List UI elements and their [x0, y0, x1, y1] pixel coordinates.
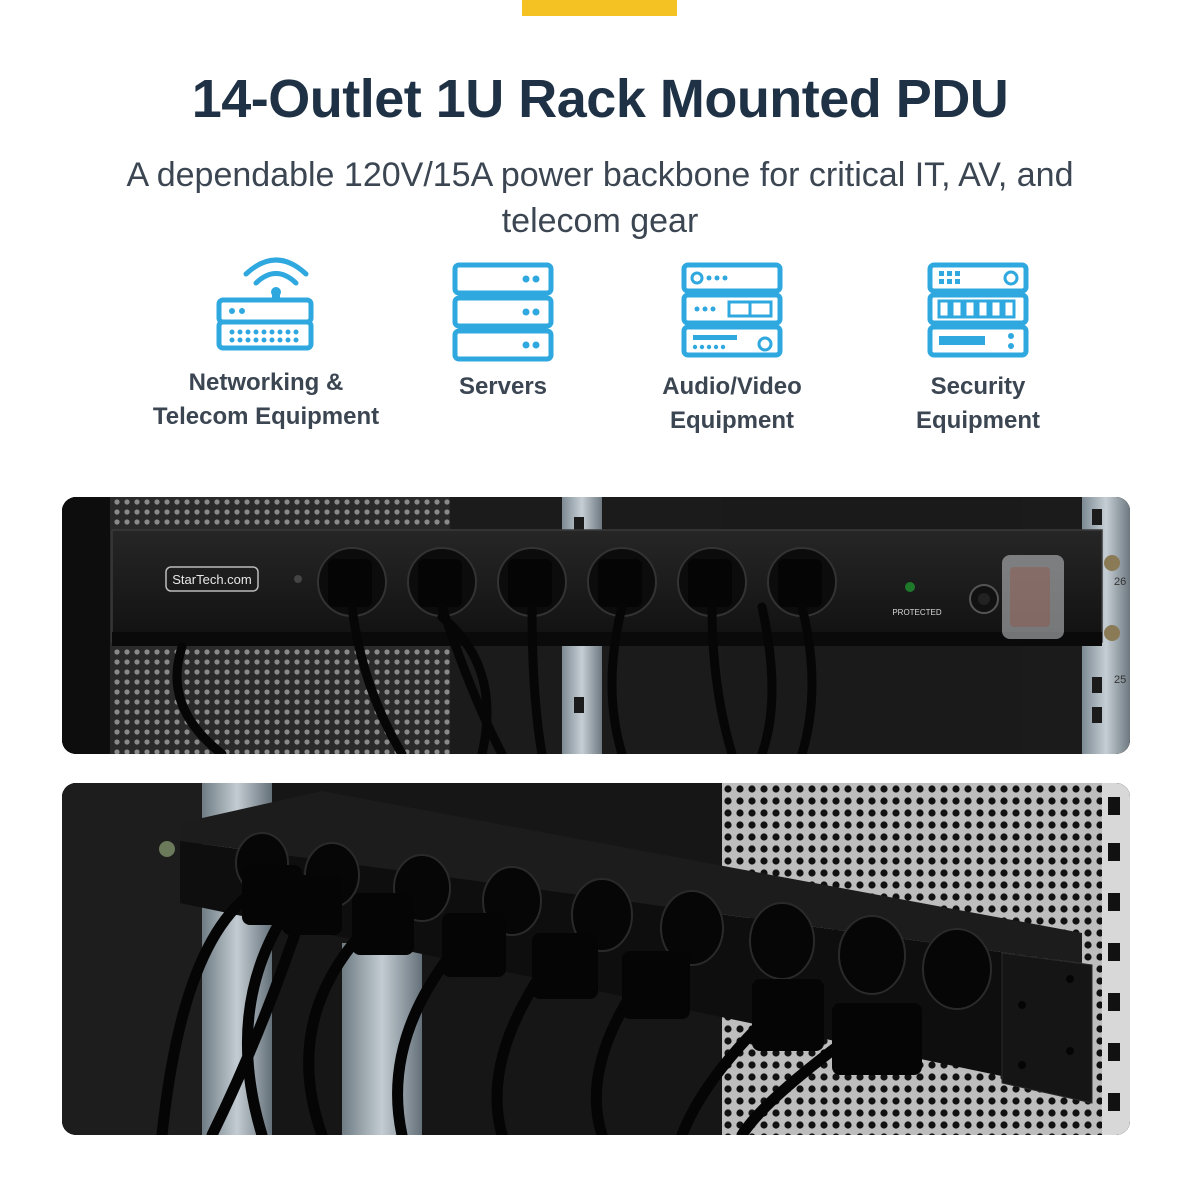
pdu-angled-illustration — [62, 783, 1130, 1135]
category-security: Security Equipment — [890, 252, 1066, 434]
category-label: Audio/Video Equipment — [662, 373, 802, 434]
router-icon — [216, 257, 314, 351]
startech-logo: StarTech.com — [172, 572, 251, 587]
category-label: Networking & Telecom Equipment — [152, 369, 380, 430]
security-recorder-icon — [927, 262, 1029, 358]
category-audio-video: Audio/Video Equipment — [640, 252, 824, 434]
product-photo-front: 26 25 StarTech.com — [62, 497, 1130, 754]
protected-indicator-label: PROTECTED — [892, 608, 942, 617]
page-title: 14-Outlet 1U Rack Mounted PDU — [191, 69, 1009, 129]
category-label: Servers — [458, 373, 548, 400]
equipment-categories: Networking & Telecom Equipment Servers — [0, 252, 1200, 452]
category-networking: Networking & Telecom Equipment — [146, 252, 386, 430]
server-stack-icon — [452, 262, 554, 362]
ground-screw-icon — [159, 841, 175, 857]
av-equipment-icon — [681, 262, 783, 358]
pdu-front-illustration: 26 25 StarTech.com — [62, 497, 1130, 754]
product-photo-angled — [62, 783, 1130, 1135]
accent-bar — [522, 0, 677, 16]
category-label: Security Equipment — [916, 373, 1040, 434]
outlet-row — [235, 832, 992, 1010]
rack-unit-label-26: 26 — [1114, 576, 1126, 588]
category-servers: Servers — [428, 252, 578, 400]
page-subtitle: A dependable 120V/15A power backbone for… — [126, 156, 1074, 240]
rack-unit-label-25: 25 — [1114, 674, 1126, 686]
